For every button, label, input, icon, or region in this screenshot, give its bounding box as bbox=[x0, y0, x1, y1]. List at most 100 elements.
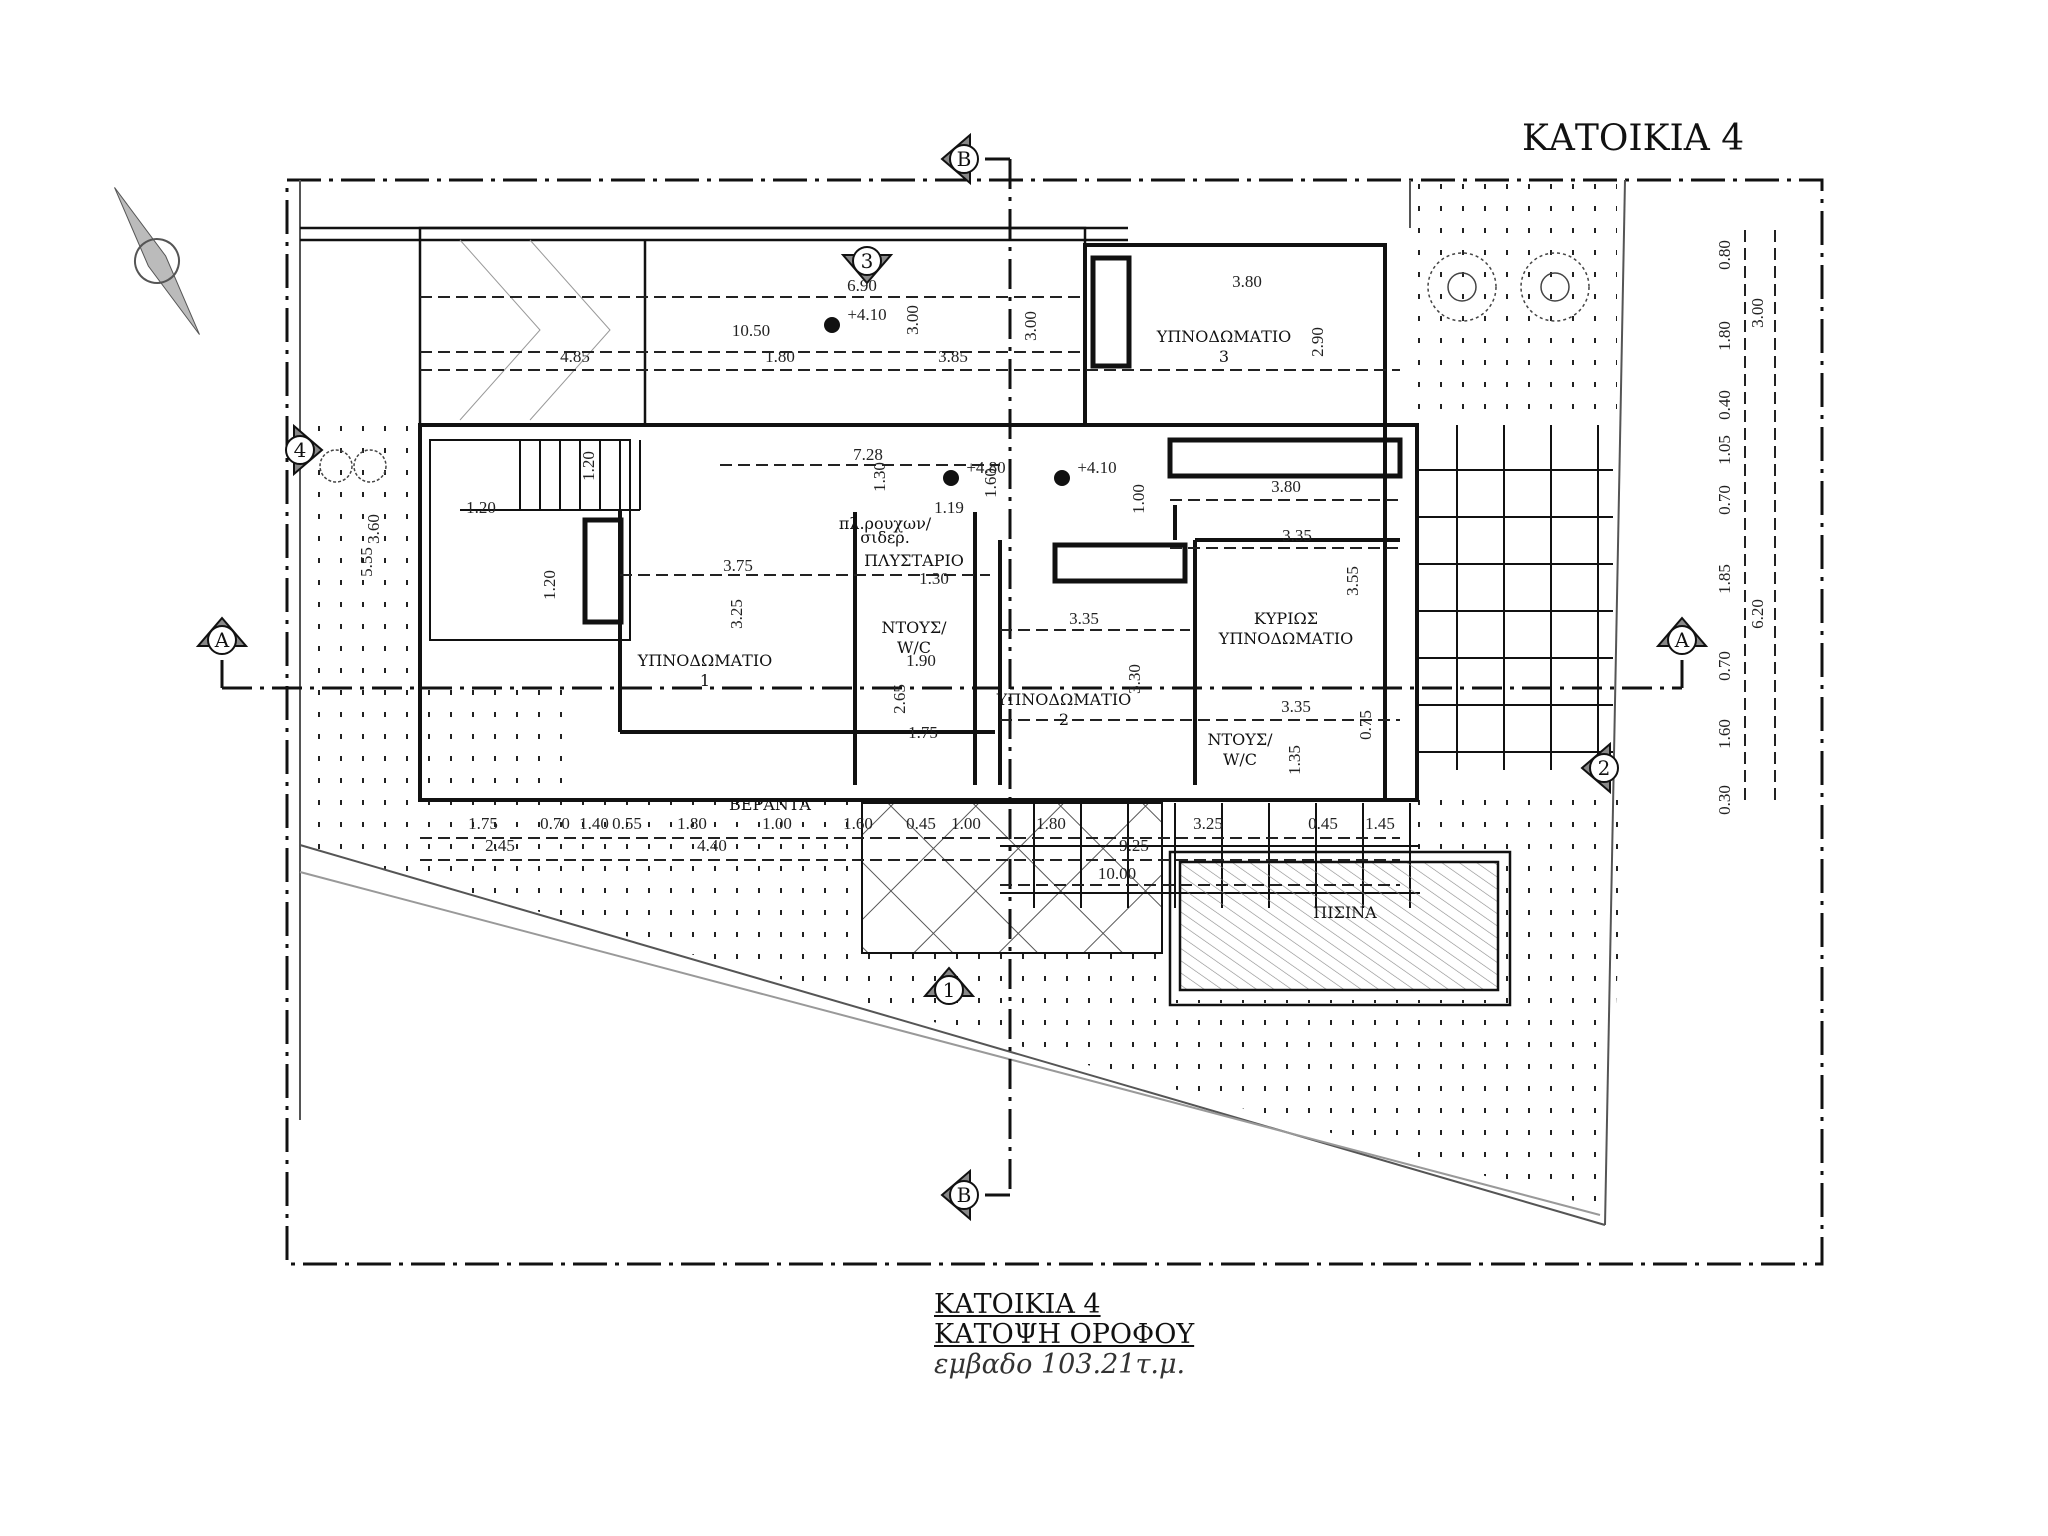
dimension-label: 2.65 bbox=[890, 684, 909, 714]
dimension-label: 1.20 bbox=[540, 570, 559, 600]
dimension-label: 10.50 bbox=[732, 321, 770, 340]
dimension-label: 1.00 bbox=[951, 814, 981, 833]
dimension-label: 0.70 bbox=[1715, 485, 1734, 515]
room-label: ΥΠΝΟΔΩΜΑΤΙΟ bbox=[1156, 327, 1292, 346]
dimension-label: 3.60 bbox=[364, 514, 383, 544]
room-label-sub: W/C bbox=[897, 638, 931, 657]
section-marker-b: B bbox=[940, 132, 979, 186]
level-mark-icon bbox=[943, 470, 959, 486]
dimension-label: 3.55 bbox=[1343, 566, 1362, 596]
elevation-marker-3-label: 3 bbox=[861, 249, 874, 273]
dimension-label: 3.25 bbox=[1193, 814, 1223, 833]
caption-area: εμβαδο 103.21τ.μ. bbox=[934, 1350, 1194, 1380]
dimension-label: 1.85 bbox=[1715, 564, 1734, 594]
elevation-marker-2-label: 2 bbox=[1598, 756, 1611, 780]
dimension-label: 0.30 bbox=[1715, 785, 1734, 815]
level-mark-icon bbox=[1054, 470, 1070, 486]
dimension-label: 3.80 bbox=[1271, 477, 1301, 496]
elevation-marker-1-label: 1 bbox=[943, 978, 956, 1002]
dimension-label: 1.90 bbox=[906, 651, 936, 670]
dimension-label: 1.60 bbox=[981, 468, 1000, 498]
section-marker-b-label: B bbox=[957, 1183, 972, 1207]
dimension-label: 1.00 bbox=[1129, 484, 1148, 514]
dimension-label: 3.75 bbox=[723, 556, 753, 575]
room-label-sub: 3 bbox=[1219, 347, 1229, 366]
dimension-label: 1.40 bbox=[579, 814, 609, 833]
section-marker-a-label: A bbox=[214, 628, 230, 652]
drawing-caption: ΚΑΤΟΙΚΙΑ 4 ΚΑΤΟΨΗ ΟΡΟΦΟΥ εμβαδο 103.21τ.… bbox=[934, 1290, 1194, 1380]
dimension-label: 3.00 bbox=[903, 305, 922, 335]
staircase bbox=[460, 440, 641, 511]
east-paving bbox=[1417, 425, 1613, 770]
dimension-label: 10.00 bbox=[1098, 864, 1136, 883]
level-mark-icon bbox=[824, 317, 840, 333]
room-label-sub: σιδερ. bbox=[860, 528, 910, 547]
elevation-marker-3: 3 bbox=[840, 246, 894, 285]
dimension-label: 1.80 bbox=[1036, 814, 1066, 833]
tree-icons bbox=[319, 252, 1590, 483]
dimension-label: 1.20 bbox=[466, 498, 496, 517]
dimension-label: 1.35 bbox=[1285, 745, 1304, 775]
room-label: ΝΤΟΥΣ/ bbox=[1207, 730, 1273, 749]
north-arrow-icon bbox=[114, 187, 200, 335]
area-label: εμβαδο bbox=[934, 1349, 1033, 1380]
room-label-sub: W/C bbox=[1223, 750, 1257, 769]
room-label-sub: ΥΠΝΟΔΩΜΑΤΙΟ bbox=[1218, 629, 1354, 648]
dimension-label: 0.40 bbox=[1715, 390, 1734, 420]
dimension-label: 1.80 bbox=[677, 814, 707, 833]
dimension-label: 7.28 bbox=[853, 445, 883, 464]
dimension-label: 4.85 bbox=[560, 347, 590, 366]
dimension-label: 0.80 bbox=[1715, 240, 1734, 270]
dimension-label: 6.20 bbox=[1748, 599, 1767, 629]
elevation-marker-4: 4 bbox=[285, 423, 324, 477]
dimension-label: 6.90 bbox=[847, 276, 877, 295]
room-label: ΝΤΟΥΣ/ bbox=[881, 618, 947, 637]
dimension-label: 1.19 bbox=[934, 498, 964, 517]
room-label: ΒΕΡΑΝΤΑ bbox=[729, 795, 811, 814]
dimension-label: 0.70 bbox=[1715, 651, 1734, 681]
garden-areas bbox=[300, 180, 1625, 1210]
dimension-label: 2.90 bbox=[1308, 327, 1327, 357]
room-label: ΠΛΥΣΤΑΡΙΟ bbox=[864, 551, 964, 570]
dimension-label: 3.35 bbox=[1282, 526, 1312, 545]
dimension-label: 2.45 bbox=[485, 836, 515, 855]
level-label: +4.10 bbox=[1077, 458, 1116, 477]
level-label: +4.10 bbox=[847, 305, 886, 324]
elevation-marker-2: 2 bbox=[1580, 741, 1619, 795]
dimension-label: 5.55 bbox=[357, 547, 376, 577]
section-marker-a: A bbox=[1655, 616, 1709, 655]
section-marker-a-label: A bbox=[1674, 628, 1690, 652]
dimension-label: 9.25 bbox=[1119, 836, 1149, 855]
section-marker-b-label: B bbox=[957, 147, 972, 171]
pool bbox=[1178, 860, 1500, 992]
room-label: ΠΙΣΙΝΑ bbox=[1313, 903, 1377, 922]
dimension-label: 1.80 bbox=[765, 347, 795, 366]
dimension-label: 1.30 bbox=[919, 569, 949, 588]
dimension-label: 0.75 bbox=[1356, 710, 1375, 740]
dimension-label: 3.85 bbox=[938, 347, 968, 366]
dimension-label: 1.00 bbox=[762, 814, 792, 833]
room-label: ΥΠΝΟΔΩΜΑΤΙΟ bbox=[637, 651, 773, 670]
dimension-label: 1.60 bbox=[1715, 719, 1734, 749]
elevation-marker-4-label: 4 bbox=[294, 438, 307, 462]
dimension-label: 3.25 bbox=[727, 599, 746, 629]
dimension-label: 0.70 bbox=[540, 814, 570, 833]
dimension-label: 1.75 bbox=[908, 723, 938, 742]
pool-deck bbox=[1168, 850, 1512, 1007]
elevation-marker-1: 1 bbox=[922, 966, 976, 1005]
area-value: 103.21τ.μ. bbox=[1040, 1349, 1186, 1380]
dimension-label: 0.55 bbox=[612, 814, 642, 833]
dimension-label: 3.00 bbox=[1748, 298, 1767, 328]
upper-terrace bbox=[300, 226, 1128, 427]
section-marker-b: B bbox=[940, 1168, 979, 1222]
dimension-label: 0.45 bbox=[906, 814, 936, 833]
level-label: +4.80 bbox=[966, 458, 1005, 477]
dimension-label: 1.60 bbox=[843, 814, 873, 833]
caption-title: ΚΑΤΟΙΚΙΑ 4 bbox=[934, 1289, 1101, 1320]
dimension-label: 3.80 bbox=[1232, 272, 1262, 291]
dimension-label: 3.30 bbox=[1125, 664, 1144, 694]
dimension-label: 1.45 bbox=[1365, 814, 1395, 833]
room-label: πλ.ρουχων/ bbox=[839, 514, 932, 533]
dimension-label: 4.40 bbox=[697, 836, 727, 855]
